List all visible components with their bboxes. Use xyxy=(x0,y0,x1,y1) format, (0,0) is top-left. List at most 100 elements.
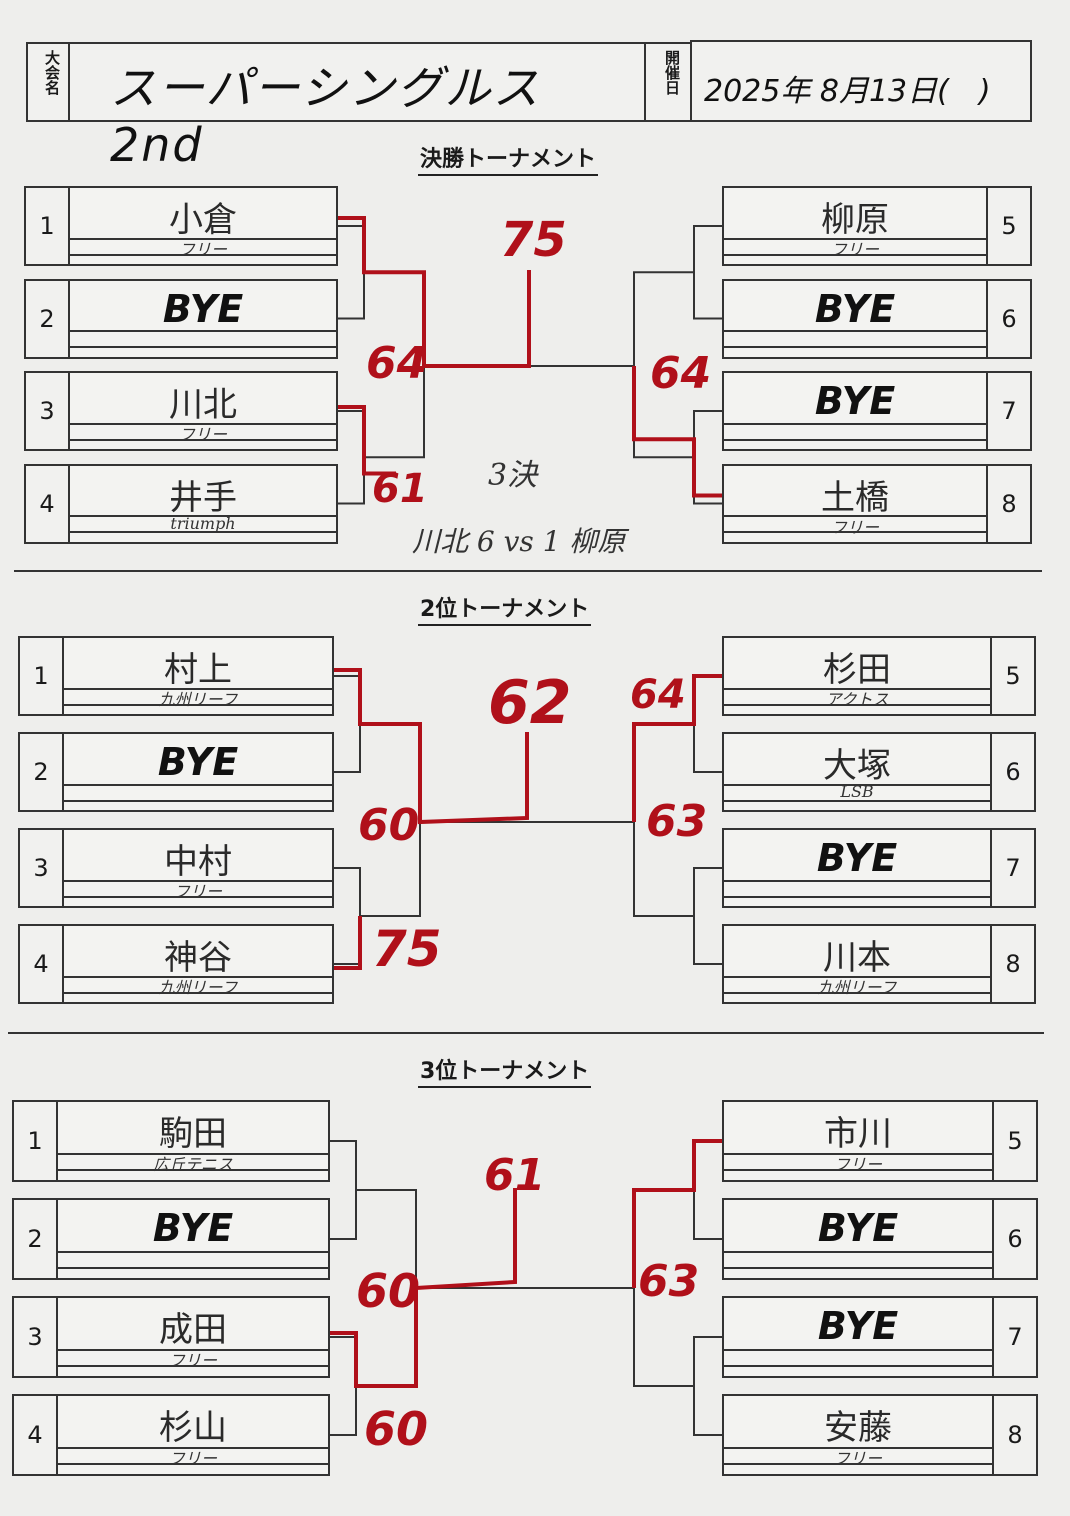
section-title-third: 3位トーナメント xyxy=(418,1058,592,1088)
player-name-box: 安藤フリー xyxy=(722,1394,994,1476)
date-label-box: 開催日 xyxy=(644,42,692,122)
match-score: 60 xyxy=(356,1264,421,1318)
player-club: 広丘テニス xyxy=(152,1155,233,1175)
section-title-final: 決勝トーナメント xyxy=(418,146,599,176)
player-name-box: 中村フリー xyxy=(62,828,334,908)
club-underline xyxy=(58,1365,328,1368)
bracket-line xyxy=(693,1336,722,1436)
player-name: 市川 xyxy=(824,1114,892,1154)
player-name-box: BYE xyxy=(722,1296,994,1378)
winner-path xyxy=(330,1188,517,1388)
player-name-box: 神谷九州リーフ xyxy=(62,924,334,1004)
player-name: 川北 xyxy=(169,385,237,425)
name-club-divider xyxy=(64,783,332,786)
name-club-divider xyxy=(724,1250,992,1253)
match-score: 60 xyxy=(364,1402,429,1456)
seed-number-box: 3 xyxy=(24,371,70,451)
player-name: BYE xyxy=(157,740,239,784)
club-underline xyxy=(724,1463,992,1466)
seed-number-box: 7 xyxy=(992,1296,1038,1378)
club-underline xyxy=(64,703,332,706)
match-score: 63 xyxy=(646,796,708,847)
player-club: フリー xyxy=(830,517,879,537)
bracket-line xyxy=(338,410,365,505)
player-entry: 4 神谷九州リーフ xyxy=(18,924,334,1004)
player-name-box: 柳原フリー xyxy=(722,186,988,266)
winner-path xyxy=(338,216,531,368)
player-name-box: 杉田アクトス xyxy=(722,636,992,716)
player-name: BYE xyxy=(816,836,898,880)
match-score: 61 xyxy=(372,466,428,512)
bracket-line xyxy=(338,225,365,320)
name-club-divider xyxy=(724,237,986,240)
name-club-divider xyxy=(70,237,336,240)
event-name-box: スーパーシングルス 2nd xyxy=(68,42,646,172)
section-divider xyxy=(8,1032,1044,1034)
player-club: 九州リーフ xyxy=(158,978,238,997)
player-name: 安藤 xyxy=(824,1408,892,1448)
player-name-box: 小倉フリー xyxy=(68,186,338,266)
player-name: 柳原 xyxy=(821,200,889,240)
player-club: フリー xyxy=(178,425,227,444)
player-club: 九州リーフ xyxy=(158,690,238,709)
seed-number: 7 xyxy=(1001,397,1017,425)
bracket-line xyxy=(693,410,722,505)
player-club: フリー xyxy=(178,240,227,259)
player-name: 杉山 xyxy=(159,1408,227,1448)
seed-number-box: 6 xyxy=(992,1198,1038,1280)
club-underline xyxy=(70,346,336,349)
player-name-box: BYE xyxy=(56,1198,330,1280)
club-underline xyxy=(724,991,990,994)
club-underline xyxy=(724,1169,992,1172)
event-name: スーパーシングルス 2nd xyxy=(110,61,541,172)
bracket-line xyxy=(334,867,361,965)
seed-number-box: 3 xyxy=(18,828,64,908)
player-club: 九州リーフ xyxy=(817,978,897,997)
player-name: 大塚 xyxy=(823,746,891,786)
club-underline xyxy=(64,991,332,994)
name-club-divider xyxy=(724,687,990,690)
club-underline xyxy=(64,895,332,898)
seed-number-box: 5 xyxy=(992,1100,1038,1182)
seed-number-box: 8 xyxy=(992,1394,1038,1476)
player-club: triumph xyxy=(170,513,236,533)
seed-number: 1 xyxy=(39,212,55,240)
third-place-note-title: 3決 xyxy=(488,458,538,493)
match-score: 60 xyxy=(358,800,420,851)
name-club-divider xyxy=(724,1446,992,1449)
bracket-line xyxy=(693,1140,722,1240)
seed-number: 5 xyxy=(1007,1127,1023,1155)
player-name: BYE xyxy=(814,286,896,331)
match-score: 63 xyxy=(638,1256,700,1307)
club-underline xyxy=(58,1267,328,1270)
club-underline xyxy=(724,1267,992,1270)
player-name-box: BYE xyxy=(62,732,334,812)
bracket-line xyxy=(693,675,722,773)
player-name: BYE xyxy=(817,1304,899,1348)
seed-number-box: 8 xyxy=(986,463,1032,544)
club-underline xyxy=(724,438,986,441)
seed-number-box: 2 xyxy=(24,278,70,359)
player-name: BYE xyxy=(152,1206,234,1250)
player-name: 中村 xyxy=(164,842,232,882)
seed-number: 4 xyxy=(33,950,49,978)
club-underline xyxy=(724,895,990,898)
date-label: 開催日 xyxy=(663,50,681,95)
club-underline xyxy=(724,253,986,256)
seed-number-box: 2 xyxy=(12,1198,58,1280)
player-club: アクトス xyxy=(825,690,889,709)
seed-number: 8 xyxy=(1007,1421,1023,1449)
name-club-divider xyxy=(58,1348,328,1351)
name-club-divider xyxy=(64,975,332,978)
player-name: BYE xyxy=(162,286,244,331)
bracket-line xyxy=(693,225,722,320)
seed-number: 4 xyxy=(39,489,55,518)
